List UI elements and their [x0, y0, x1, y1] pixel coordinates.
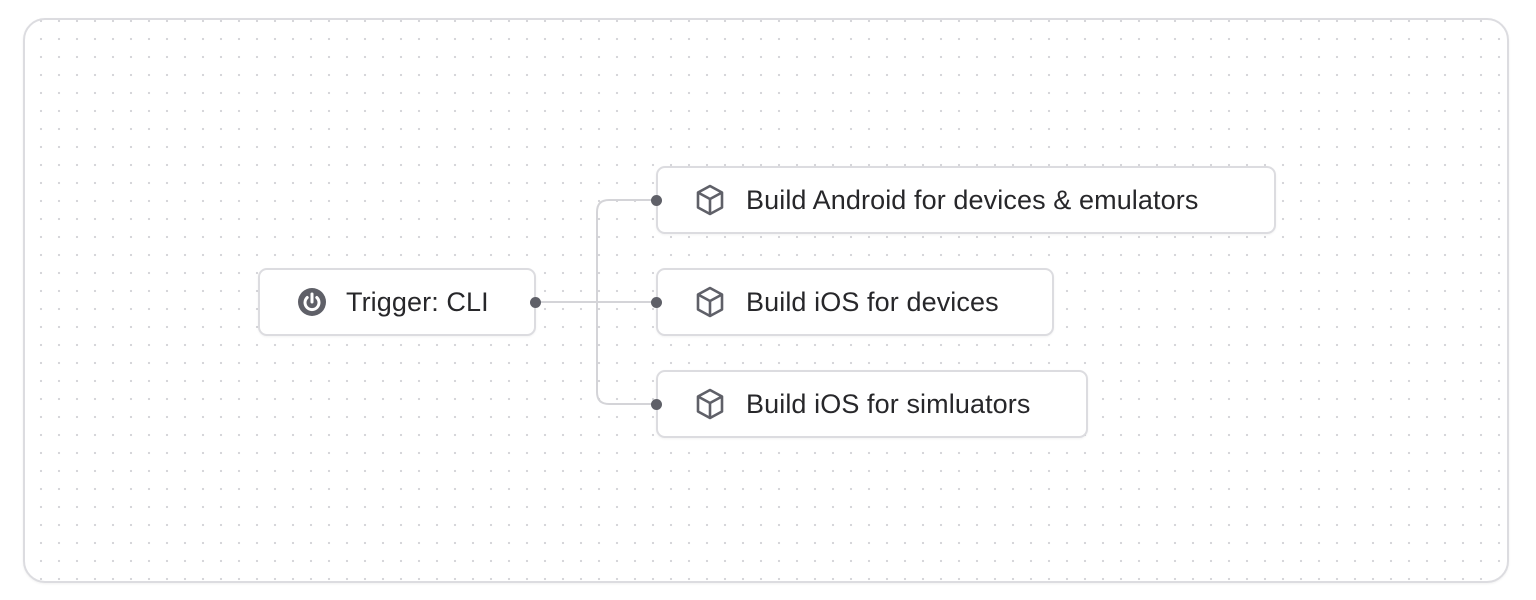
output-handle[interactable] — [530, 297, 541, 308]
build-ios-devices-node[interactable]: Build iOS for devices — [651, 268, 1054, 336]
power-icon — [296, 286, 328, 318]
input-handle[interactable] — [651, 297, 662, 308]
input-handle[interactable] — [651, 399, 662, 410]
trigger-node[interactable]: Trigger: CLI — [258, 268, 541, 336]
build-android-node[interactable]: Build Android for devices & emulators — [651, 166, 1276, 234]
node-label: Build iOS for simluators — [746, 388, 1031, 419]
node-label: Build iOS for devices — [746, 286, 999, 317]
package-cube-icon — [694, 184, 726, 216]
input-handle[interactable] — [651, 195, 662, 206]
node-label: Build Android for devices & emulators — [746, 184, 1199, 215]
package-cube-icon — [694, 286, 726, 318]
package-cube-icon — [694, 388, 726, 420]
node-label: Trigger: CLI — [346, 286, 489, 317]
build-ios-simulators-node[interactable]: Build iOS for simluators — [651, 370, 1088, 438]
